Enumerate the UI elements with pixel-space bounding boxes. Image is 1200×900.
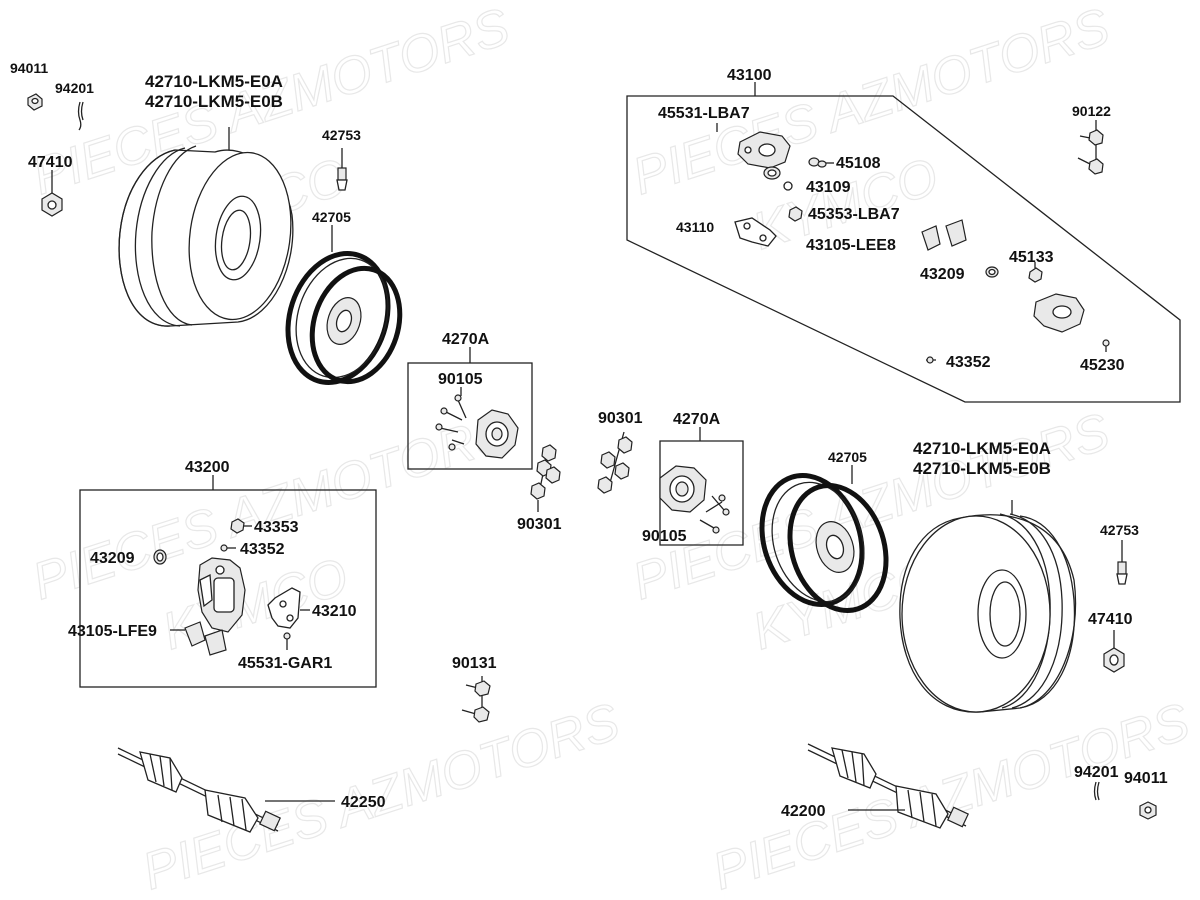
label-42710-right-b: 42710-LKM5-E0B xyxy=(913,459,1051,478)
label-42753-left: 42753 xyxy=(322,127,361,143)
part-45531-GAR1 xyxy=(283,632,291,650)
watermark-text: PIECES AZMOTORS xyxy=(706,693,1197,900)
label-42710-left-b: 42710-LKM5-E0B xyxy=(145,92,283,111)
label-43200: 43200 xyxy=(185,459,230,476)
rim-right xyxy=(759,465,889,614)
label-45531-LBA7: 45531-LBA7 xyxy=(658,105,750,122)
label-47410-left: 47410 xyxy=(28,154,73,171)
label-42200: 42200 xyxy=(781,803,826,820)
label-90122: 90122 xyxy=(1072,103,1111,119)
label-45230: 45230 xyxy=(1080,357,1125,374)
label-43105-LEE8: 43105-LEE8 xyxy=(806,237,896,254)
label-94011-right: 94011 xyxy=(1124,770,1168,787)
part-43353 xyxy=(230,518,252,534)
part-43109 xyxy=(763,166,793,191)
label-94011-left: 94011 xyxy=(10,60,48,76)
label-45531-GAR1: 45531-GAR1 xyxy=(238,655,332,672)
label-4270A-right: 4270A xyxy=(673,411,721,428)
nuts-90301-right xyxy=(597,431,633,494)
label-43209-left: 43209 xyxy=(90,550,135,567)
label-43100: 43100 xyxy=(727,67,772,84)
label-42710-right-a: 42710-LKM5-E0A xyxy=(913,439,1051,458)
hub-left xyxy=(435,387,519,459)
label-47410-right: 47410 xyxy=(1088,611,1133,628)
part-43209-right xyxy=(985,266,999,278)
caliper-assy-43100-box xyxy=(626,95,1181,403)
nut-47410-right xyxy=(1103,630,1125,673)
label-90301-top: 90301 xyxy=(598,410,643,427)
label-4270A-left: 4270A xyxy=(442,331,490,348)
pads-43105-LFE9 xyxy=(170,621,227,656)
tire-right xyxy=(899,500,1077,713)
part-45230 xyxy=(1102,339,1110,352)
bolts-90131 xyxy=(461,676,491,723)
caliper-43200 xyxy=(197,557,246,633)
label-45133: 45133 xyxy=(1009,249,1054,266)
bracket-43210 xyxy=(267,587,310,629)
tire-left xyxy=(118,127,294,327)
label-43105-LFE9: 43105-LFE9 xyxy=(68,623,157,640)
nuts-90301-left xyxy=(530,444,561,512)
caliper-43100-lower xyxy=(1033,293,1085,333)
label-43210: 43210 xyxy=(312,603,357,620)
rim-left xyxy=(285,225,403,385)
label-45353-LBA7: 45353-LBA7 xyxy=(808,206,900,223)
drive-shaft-42250 xyxy=(117,747,335,833)
label-90105-left: 90105 xyxy=(438,371,483,388)
label-94201-right: 94201 xyxy=(1074,764,1119,781)
label-43352-right: 43352 xyxy=(946,354,991,371)
nut-94011-right xyxy=(1139,801,1157,820)
part-43352-right xyxy=(926,356,936,364)
bolts-90122 xyxy=(1077,120,1104,175)
label-43353: 43353 xyxy=(254,519,299,536)
label-43109: 43109 xyxy=(806,179,851,196)
label-90301-bottom: 90301 xyxy=(517,516,562,533)
label-94201-left: 94201 xyxy=(55,80,94,96)
pin-94201-right xyxy=(1093,781,1100,801)
pads-43105-LEE8 xyxy=(921,219,967,251)
label-43110: 43110 xyxy=(676,219,714,235)
part-43352-left xyxy=(220,544,236,552)
part-43209-left xyxy=(153,549,167,565)
label-42250: 42250 xyxy=(341,794,386,811)
nut-94011-left xyxy=(27,93,43,111)
drive-shaft-42200 xyxy=(807,743,970,829)
label-43352-left: 43352 xyxy=(240,541,285,558)
label-90105-right: 90105 xyxy=(642,528,687,545)
hub-right xyxy=(659,465,730,534)
label-90131: 90131 xyxy=(452,655,497,672)
valve-42753-right xyxy=(1116,540,1128,585)
label-42705-right: 42705 xyxy=(828,449,867,465)
part-45108 xyxy=(808,157,834,168)
label-45108: 45108 xyxy=(836,155,881,172)
part-45353-LBA7 xyxy=(788,206,803,222)
label-43209-right: 43209 xyxy=(920,266,965,283)
part-45133 xyxy=(1028,262,1043,283)
bracket-43110 xyxy=(734,217,777,247)
label-42710-left-a: 42710-LKM5-E0A xyxy=(145,72,283,91)
caliper-assy-43200-box xyxy=(79,489,377,688)
label-42705-left: 42705 xyxy=(312,209,351,225)
caliper-43100-upper xyxy=(737,131,791,169)
pin-94201-left xyxy=(77,101,84,131)
valve-42753-left xyxy=(336,148,348,191)
nut-47410-left xyxy=(41,170,63,217)
label-42753-right: 42753 xyxy=(1100,522,1139,538)
